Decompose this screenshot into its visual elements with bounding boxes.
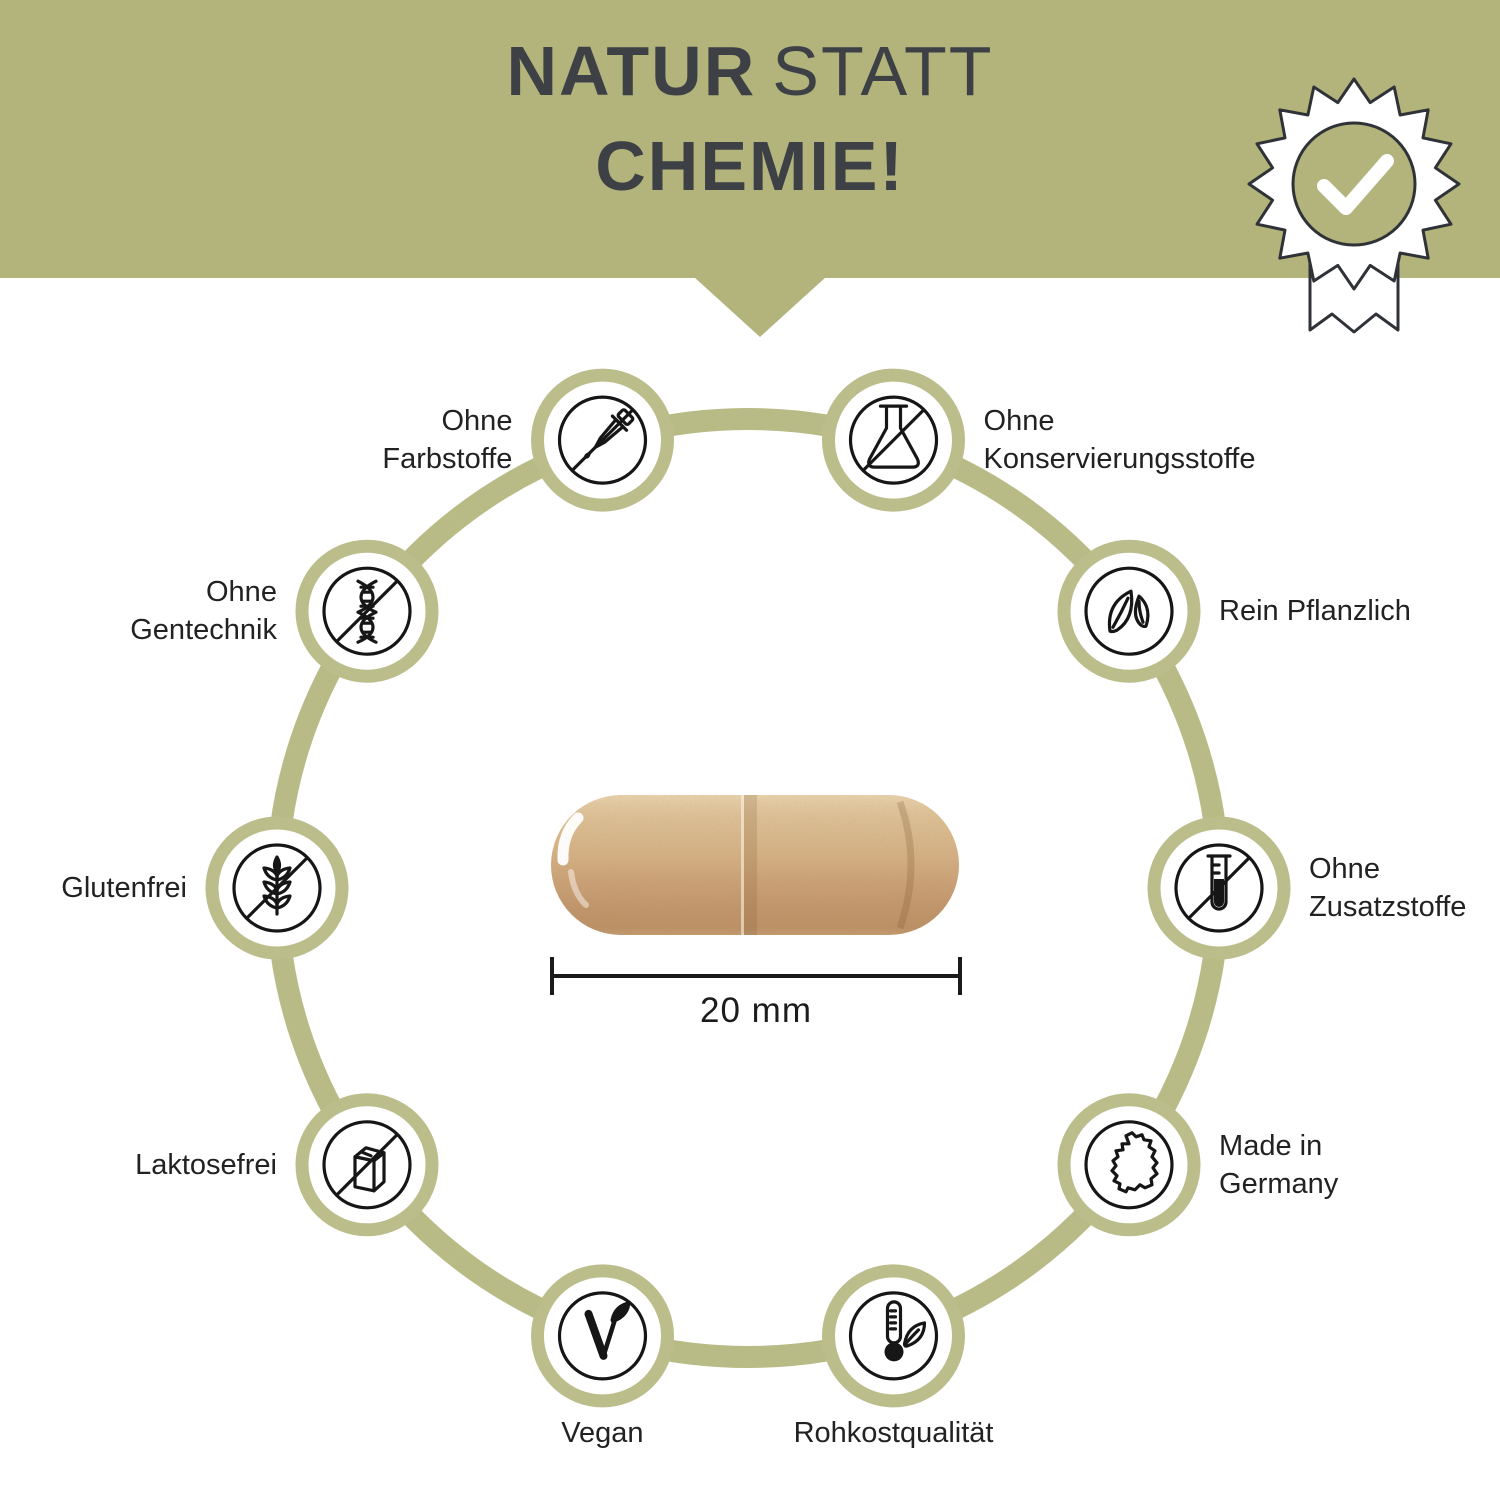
flask-icon <box>848 395 939 485</box>
test-tube-icon <box>1174 843 1264 933</box>
badge-label-vegan: Vegan <box>561 1416 644 1449</box>
badge-ohne-farbstoffe <box>531 368 674 512</box>
title-line-2: CHEMIE! <box>595 127 905 205</box>
milk-carton-icon <box>322 1120 412 1210</box>
seal-checkmark <box>1317 154 1394 215</box>
vegan-icon <box>557 1291 648 1381</box>
badge-rohkostqualitaet <box>822 1264 965 1408</box>
badge-made-in-germany <box>1057 1093 1201 1237</box>
badge-vegan <box>531 1264 674 1408</box>
capsule-image <box>551 795 959 935</box>
badge-label-rohkostqualitaet: Rohkostqualität <box>793 1416 994 1449</box>
leaves-icon <box>1084 566 1174 656</box>
badge-laktosefrei <box>295 1093 439 1237</box>
badge-label-glutenfrei: Glutenfrei <box>61 872 187 904</box>
header-band <box>0 0 1500 278</box>
header-pointer-triangle <box>694 277 826 337</box>
badge-label-laktosefrei: Laktosefrei <box>135 1148 277 1181</box>
dropper-icon <box>557 395 648 485</box>
dna-icon <box>322 566 412 656</box>
checkmark-seal-icon <box>1247 77 1461 334</box>
measurement-label: 20 mm <box>700 991 812 1030</box>
badge-ohne-zusatzstoffe <box>1147 816 1291 960</box>
badge-ohne-gentechnik <box>295 539 439 683</box>
badge-rein-pflanzlich <box>1057 539 1201 683</box>
badge-ohne-konservierungsstoffe <box>822 368 965 512</box>
germany-map-icon <box>1084 1120 1174 1210</box>
wheat-icon <box>232 843 322 933</box>
thermometer-leaf-icon <box>848 1291 939 1381</box>
badge-glutenfrei <box>205 816 349 960</box>
badge-label-rein-pflanzlich: Rein Pflanzlich <box>1219 595 1411 628</box>
measurement-line <box>550 957 962 995</box>
